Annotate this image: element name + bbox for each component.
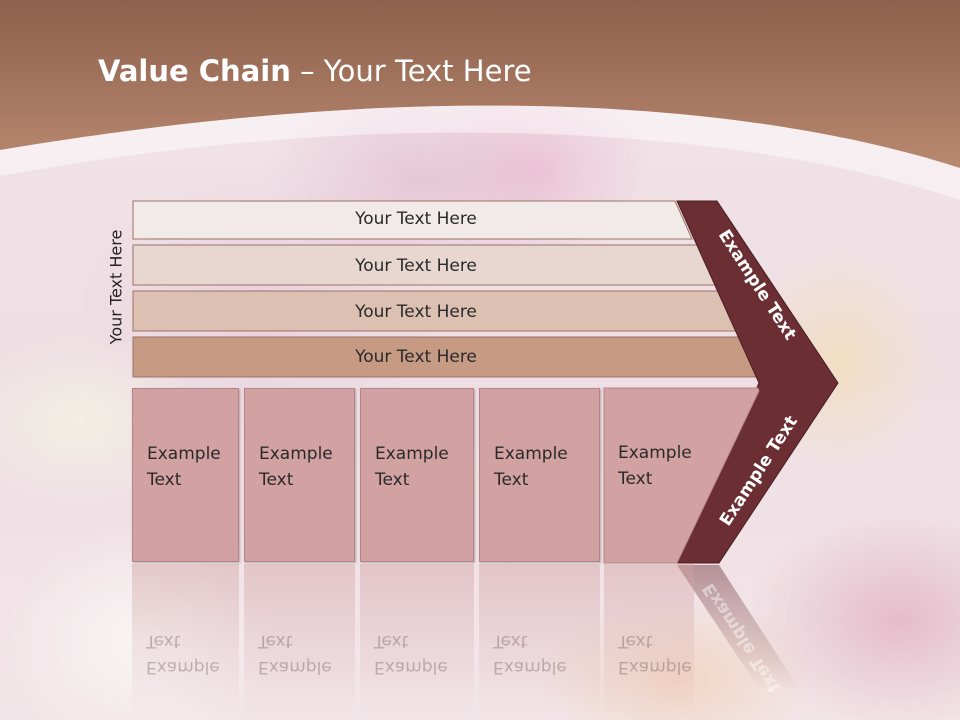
- reflection-box-1-label: Example Text: [146, 631, 220, 677]
- reflection-box-5: Example Text: [604, 564, 694, 718]
- header-banner: [0, 0, 960, 200]
- activity-box-3: Example Text: [360, 388, 474, 562]
- reflection-box-2: Example Text: [244, 564, 355, 718]
- reflection-box-3: Example Text: [360, 564, 474, 718]
- activity-box-2: Example Text: [244, 388, 355, 562]
- reflection-box-1: Example Text: [132, 564, 239, 718]
- row-label-1: Your Text Here: [355, 209, 477, 229]
- activity-box-2-label: Example Text: [259, 444, 333, 490]
- chevron-reflection: [677, 565, 800, 690]
- row-label-4: Your Text Here: [355, 347, 477, 367]
- row-label-2: Your Text Here: [355, 256, 477, 276]
- activity-box-1-label: Example Text: [147, 444, 221, 490]
- reflection-box-4: Example Text: [479, 564, 600, 718]
- box-5-shape: [603, 387, 760, 564]
- row-bar-1: [132, 200, 693, 240]
- row-label-3: Your Text Here: [355, 302, 477, 322]
- activity-box-4: Example Text: [479, 388, 600, 562]
- title-rest: – Your Text Here: [290, 54, 532, 88]
- page-title: Value Chain – Your Text Here: [98, 54, 532, 88]
- activity-box-4-label: Example Text: [494, 444, 568, 490]
- activity-box-5-label: Example Text: [618, 443, 692, 489]
- reflection-box-3-label: Example Text: [374, 631, 448, 677]
- activity-box-1: Example Text: [132, 388, 239, 562]
- reflection-box-4-label: Example Text: [493, 631, 567, 677]
- chevron-arrow: [676, 200, 839, 564]
- reflection-box-2-label: Example Text: [258, 631, 332, 677]
- title-bold: Value Chain: [98, 54, 291, 88]
- reflection-box-5-label: Example Text: [618, 631, 692, 677]
- activity-box-3-label: Example Text: [375, 444, 449, 490]
